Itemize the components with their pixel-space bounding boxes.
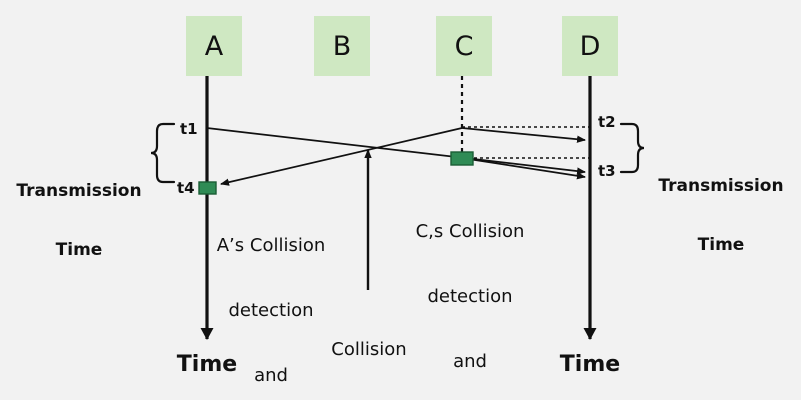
node-box-a[interactable]: A — [186, 16, 242, 76]
c-collision-line-3: and — [453, 350, 487, 372]
node-label-d: D — [579, 30, 601, 62]
a-collision-line-3: and — [254, 364, 288, 386]
c-collision-line-1: C,s Collision — [415, 221, 525, 243]
node-box-d[interactable]: D — [562, 16, 618, 76]
signal-c-abort-to-d — [461, 157, 586, 180]
left-transmission-line1: Transmission — [16, 181, 142, 202]
collision-point-line-1: Collision — [331, 339, 407, 361]
left-time-axis-label: Time — [176, 352, 238, 377]
signal-a-to-d — [206, 127, 586, 175]
a-collision-annotation: A’s Collision detection and abortion — [206, 192, 336, 400]
a-collision-line-1: A’s Collision — [216, 235, 326, 257]
a-abort-marker — [198, 181, 217, 195]
signal-c-to-d — [461, 127, 586, 143]
time-label-t1: t1 — [180, 120, 198, 138]
node-box-c[interactable]: C — [436, 16, 492, 76]
left-transmission-line2: Time — [55, 239, 103, 260]
right-brace — [619, 122, 645, 174]
time-label-t3: t3 — [598, 162, 616, 180]
c-abort-marker — [450, 151, 474, 166]
time-label-t4: t4 — [177, 179, 195, 197]
right-transmission-line2: Time — [697, 234, 745, 255]
right-time-axis-label: Time — [559, 352, 621, 377]
collision-point-annotation: Collision Occurs here — [296, 296, 442, 400]
c-collision-line-2: detection — [427, 285, 513, 307]
right-transmission-time-label: Transmission Time — [646, 138, 796, 294]
left-brace — [150, 122, 176, 184]
node-label-a: A — [204, 30, 224, 62]
signal-c-to-a — [220, 127, 463, 186]
c-collision-annotation: C,s Collision detection and abortion — [403, 178, 537, 400]
node-box-b[interactable]: B — [314, 16, 370, 76]
time-label-t2: t2 — [598, 113, 616, 131]
node-label-c: C — [454, 30, 474, 62]
right-transmission-line1: Transmission — [658, 176, 784, 197]
node-label-b: B — [332, 30, 352, 62]
a-collision-line-2: detection — [228, 299, 314, 321]
left-transmission-time-label: Transmission Time — [8, 143, 150, 299]
